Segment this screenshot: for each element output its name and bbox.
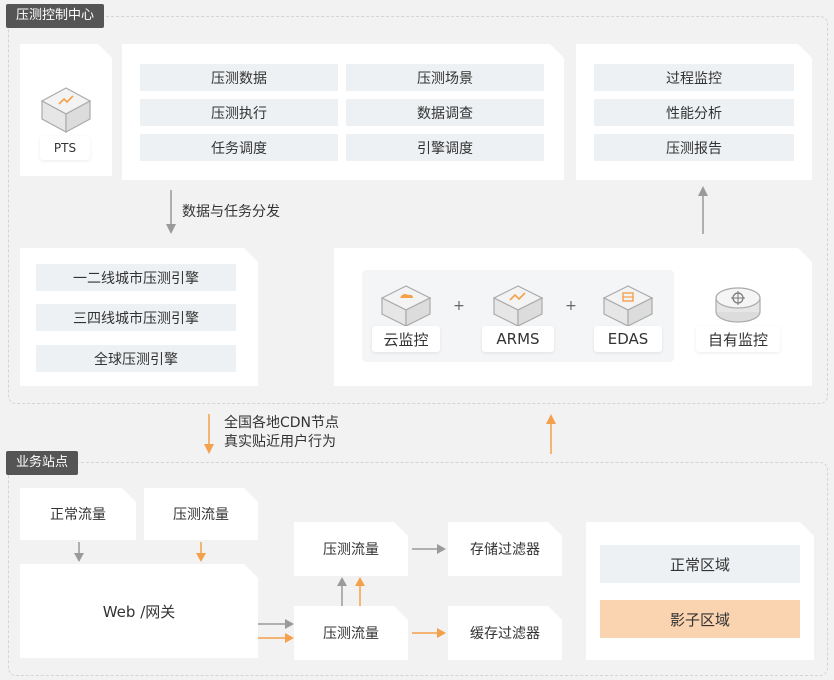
plus-sign-2: + [565,298,577,314]
edas-label[interactable]: EDAS [594,326,662,352]
lower-to-upper-arrows [334,576,368,606]
self-monitor-label[interactable]: 自有监控 [696,326,780,352]
function-item-test-execute[interactable]: 压测执行 [140,99,338,126]
edas-icon [600,282,656,330]
test-traffic-arrow [194,540,208,564]
upper-to-storage-arrow [410,542,448,556]
test-traffic-box[interactable]: 压测流量 [144,488,258,540]
storage-filter-box[interactable]: 存储过滤器 [448,522,562,576]
pts-icon [38,84,94,136]
engine-global[interactable]: 全球压测引擎 [36,345,236,372]
arms-icon [490,282,546,330]
business-site-tag: 业务站点 [6,451,79,475]
cdn-down-arrow [202,412,216,456]
cloud-monitor-icon [378,282,434,330]
dispatch-label: 数据与任务分发 [182,204,280,220]
cdn-label: 全国各地CDN节点 真实贴近用户行为 [224,414,384,454]
web-gateway-box[interactable]: Web /网关 [20,564,258,658]
test-traffic-lower-box[interactable]: 压测流量 [294,606,408,660]
engine-tier34[interactable]: 三四线城市压测引擎 [36,304,236,331]
function-item-task-schedule[interactable]: 任务调度 [140,134,338,161]
monitor-item-performance[interactable]: 性能分析 [594,99,794,126]
plus-sign-1: + [453,298,465,314]
pts-label: PTS [40,136,90,160]
shadow-zone[interactable]: 影子区域 [600,600,800,638]
normal-traffic-box[interactable]: 正常流量 [20,488,136,540]
control-center-tag: 压测控制中心 [6,4,105,28]
monitor-up-arrow [696,184,710,236]
test-traffic-upper-box[interactable]: 压测流量 [294,522,408,576]
function-item-data-survey[interactable]: 数据调查 [346,99,544,126]
normal-zone[interactable]: 正常区域 [600,545,800,583]
arms-label[interactable]: ARMS [482,326,554,352]
self-monitor-icon [712,280,764,330]
zones-card [586,522,814,660]
cdn-label-line1: 全国各地CDN节点 [224,415,340,431]
cloud-monitor-label[interactable]: 云监控 [372,326,440,352]
function-item-engine-schedule[interactable]: 引擎调度 [346,134,544,161]
engine-tier12[interactable]: 一二线城市压测引擎 [36,264,236,291]
cache-filter-box[interactable]: 缓存过滤器 [448,606,562,660]
function-item-test-scene[interactable]: 压测场景 [346,64,544,91]
function-item-test-data[interactable]: 压测数据 [140,64,338,91]
web-to-test-arrows [258,612,296,646]
monitor-feedback-arrow [544,412,558,456]
monitor-item-report[interactable]: 压测报告 [594,134,794,161]
control-center-section [8,16,828,404]
cdn-label-line2: 真实贴近用户行为 [224,434,336,450]
lower-to-cache-arrow [410,626,448,640]
dispatch-arrow [164,188,178,236]
business-site-section [8,462,828,676]
monitor-item-process[interactable]: 过程监控 [594,64,794,91]
normal-traffic-arrow [72,540,86,564]
